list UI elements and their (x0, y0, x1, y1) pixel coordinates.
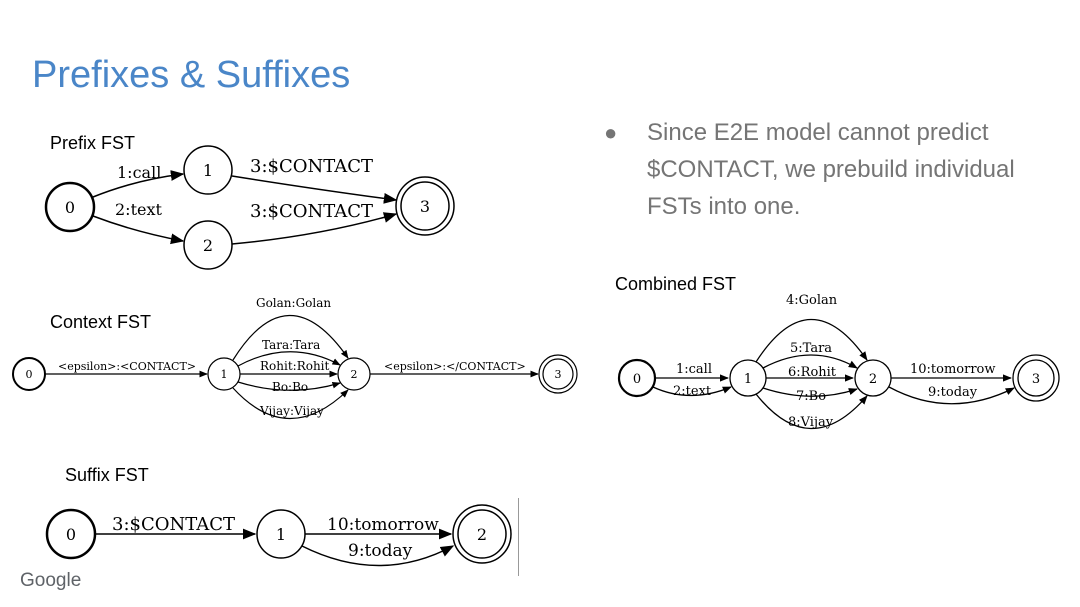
prefix-fst-arc-label-contact-2: 3:$CONTACT (250, 201, 373, 222)
suffix-fst-arc-label-today: 9:today (348, 541, 413, 561)
svg-text:0: 0 (26, 368, 33, 381)
combined-fst-state-3: 3 (1012, 354, 1060, 402)
svg-text:1: 1 (221, 368, 228, 381)
combined-fst-label: Combined FST (615, 274, 737, 294)
bullet-marker: ● (604, 120, 618, 145)
combined-fst-arc-label-call: 1:call (676, 362, 712, 377)
prefix-fst-label: Prefix FST (50, 133, 136, 153)
prefix-fst-state-3: 3 (395, 176, 455, 236)
context-fst-label: Context FST (50, 312, 152, 332)
svg-text:2: 2 (351, 368, 358, 381)
combined-fst-state-2: 2 (854, 359, 892, 397)
context-fst-arc-golan (232, 314, 349, 361)
svg-text:3: 3 (555, 368, 562, 381)
prefix-fst-arc-2-3 (231, 212, 398, 245)
combined-fst-state-0: 0 (617, 358, 657, 398)
svg-text:3: 3 (1032, 372, 1040, 387)
context-fst-arc-label-vijay: Vijay:Vijay (259, 404, 324, 418)
context-fst-arc-tara (237, 351, 341, 367)
combined-fst-arc-label-vijay: 8:Vijay (788, 415, 834, 430)
suffix-fst-arc-label-contact: 3:$CONTACT (112, 514, 235, 535)
svg-text:3: 3 (420, 197, 430, 216)
bullet-point: ● Since E2E model cannot predict $CONTAC… (604, 114, 1044, 225)
svg-text:0: 0 (633, 372, 641, 387)
svg-text:2: 2 (203, 236, 213, 255)
prefix-fst-state-0: 0 (44, 181, 96, 233)
svg-text:2: 2 (869, 372, 877, 387)
context-fst-arc-label-close: <epsilon>:</CONTACT> (384, 360, 526, 373)
combined-fst-arc-text (652, 386, 732, 397)
prefix-fst-arc-0-2 (92, 215, 185, 245)
combined-fst-arc-label-bo: 7:Bo (796, 389, 826, 404)
context-fst-arc-label-rohit: Rohit:Rohit (260, 359, 330, 373)
combined-fst-arc-label-golan: 4:Golan (786, 293, 838, 308)
combined-fst-arc-label-text: 2:text (673, 384, 712, 399)
combined-fst-arc-tara (762, 354, 858, 369)
combined-fst-arc-label-rohit: 6:Rohit (788, 365, 837, 380)
svg-text:2: 2 (477, 525, 487, 544)
google-logo: Google (20, 570, 82, 591)
context-fst-arc-label-open: <epsilon>:<CONTACT> (58, 360, 196, 373)
suffix-fst-arc-today (301, 545, 455, 567)
svg-text:0: 0 (66, 525, 76, 544)
context-fst-arc-bo (237, 381, 341, 391)
prefix-fst-state-1: 1 (183, 145, 233, 195)
combined-fst-arc-golan (755, 318, 868, 363)
svg-text:1: 1 (203, 161, 213, 180)
prefix-fst-arc-0-1 (92, 170, 185, 198)
prefix-fst-arc-1-3 (231, 175, 398, 204)
combined-fst-arc-vijay (755, 393, 868, 430)
bullet-text: Since E2E model cannot predict $CONTACT,… (647, 119, 1015, 220)
context-fst-arc-label-tara: Tara:Tara (262, 338, 320, 352)
combined-fst-arc-label-tomorrow: 10:tomorrow (910, 362, 996, 377)
svg-text:1: 1 (276, 525, 286, 544)
suffix-fst-state-2: 2 (452, 504, 512, 564)
prefix-fst-state-2: 2 (183, 220, 233, 270)
prefix-fst-arc-label-contact-1: 3:$CONTACT (250, 156, 373, 177)
combined-fst-arc-bo (762, 387, 858, 397)
context-fst-arc-label-golan: Golan:Golan (256, 296, 331, 310)
slide-title: Prefixes & Suffixes (32, 54, 351, 96)
svg-text:1: 1 (744, 372, 752, 387)
combined-fst-arc-label-tara: 5:Tara (790, 341, 832, 356)
prefix-fst-arc-label-call: 1:call (117, 163, 161, 182)
context-fst-state-3: 3 (538, 354, 578, 394)
context-fst-arc-label-bo: Bo:Bo (272, 380, 308, 394)
divider-line (518, 498, 519, 576)
context-fst-arc-vijay (232, 387, 349, 420)
suffix-fst-arc-label-tomorrow: 10:tomorrow (327, 515, 439, 535)
combined-fst-state-1: 1 (729, 359, 767, 397)
prefix-fst-arc-label-text: 2:text (115, 200, 162, 219)
combined-fst-arc-today (888, 386, 1015, 405)
svg-text:0: 0 (65, 198, 75, 217)
suffix-fst-label: Suffix FST (65, 465, 149, 485)
context-fst-state-2: 2 (337, 357, 371, 391)
combined-fst-arc-label-today: 9:today (928, 385, 978, 400)
